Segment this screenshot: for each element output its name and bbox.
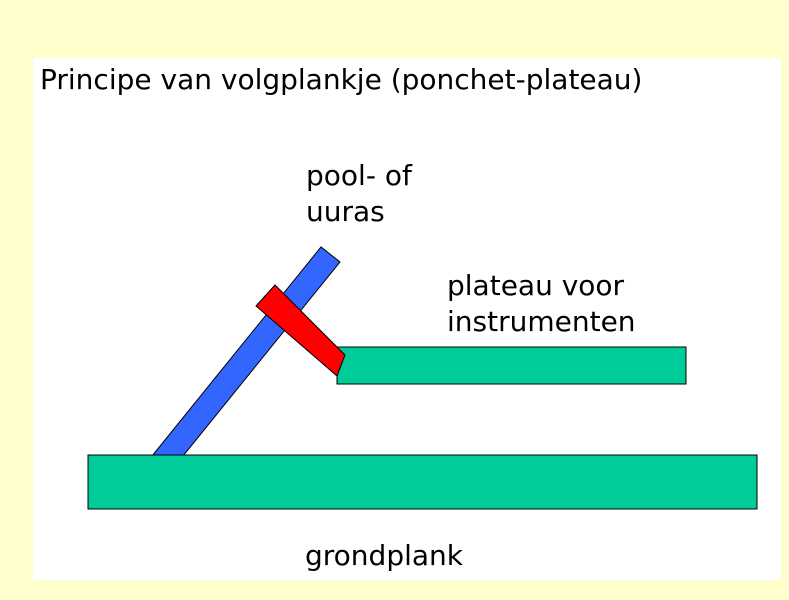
diagram-title: Principe van volgplankje (ponchet-platea… xyxy=(40,63,643,96)
ground-board xyxy=(87,454,758,510)
instrument-platform xyxy=(336,346,687,385)
platform-label-line2: instrumenten xyxy=(447,305,636,338)
axis-label-line1: pool- of xyxy=(306,159,412,192)
ground-board-label: grondplank xyxy=(305,539,463,572)
platform-label-line1: plateau voor xyxy=(447,269,625,302)
axis-label-line2: uuras xyxy=(306,195,385,228)
support-block xyxy=(255,284,346,377)
